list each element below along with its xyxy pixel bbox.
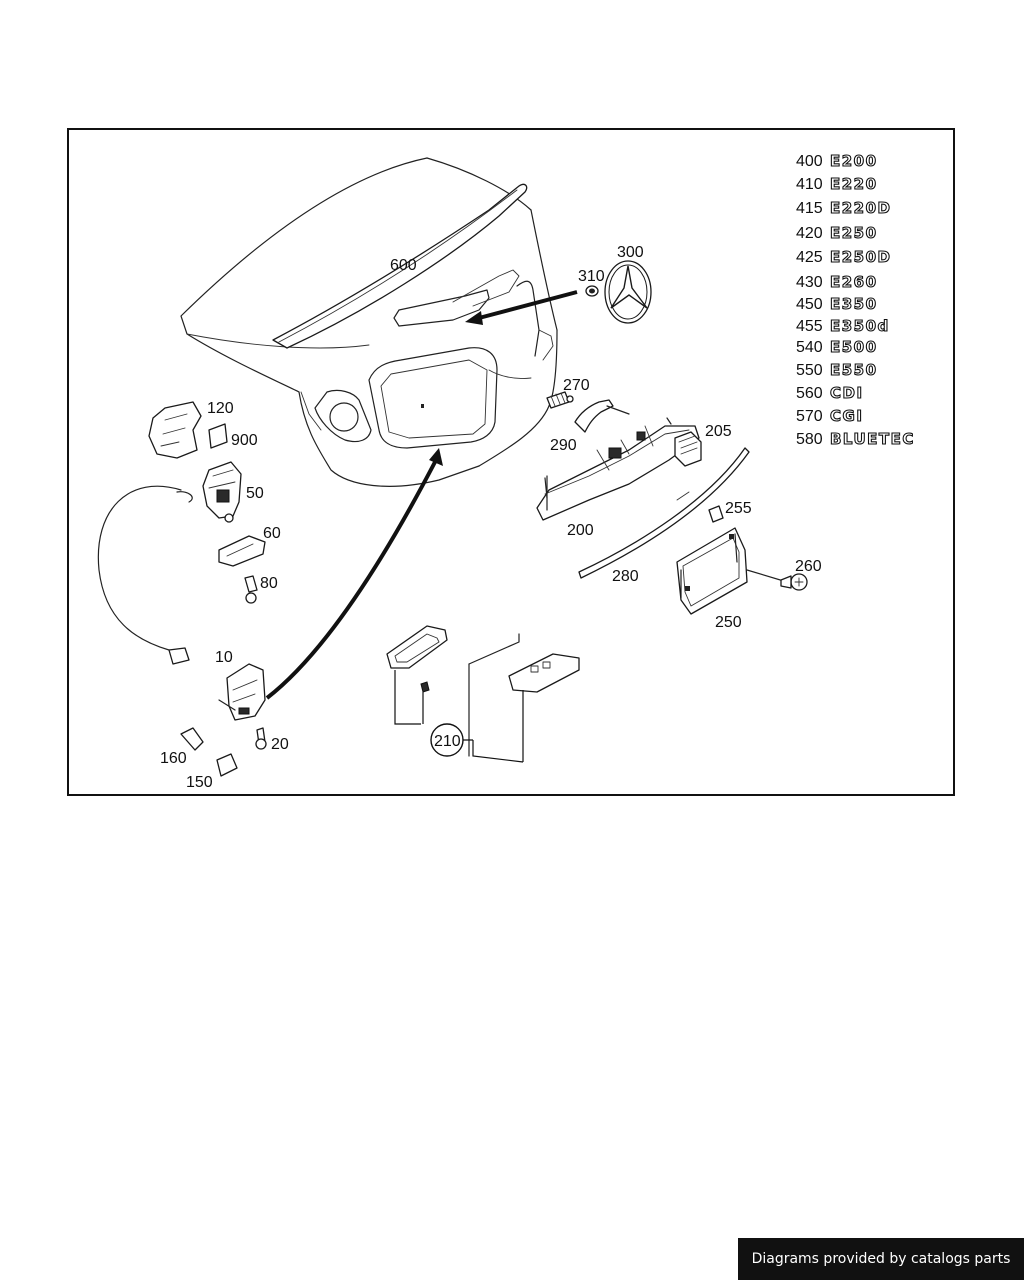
variant-number: 560 [796, 385, 823, 402]
variant-number: 550 [796, 362, 823, 379]
trunk-lid-exploded-diagram: 600 300 310 270 290 205 200 120 900 50 6… [97, 151, 915, 791]
variant-badge: E200 [830, 152, 878, 170]
variant-number: 425 [796, 249, 823, 266]
callout-290: 290 [550, 437, 577, 454]
variant-badge: BLUETEC [830, 430, 915, 448]
callout-210: 210 [434, 733, 461, 750]
callout-80: 80 [260, 575, 278, 592]
latch-10 [218, 663, 266, 721]
cover-120 [148, 401, 202, 459]
callout-150: 150 [186, 774, 213, 791]
callout-labels: 600 300 310 270 290 205 200 120 900 50 6… [160, 244, 822, 791]
variant-badge: E250 [830, 224, 878, 242]
callout-280: 280 [612, 568, 639, 585]
callout-600: 600 [390, 257, 417, 274]
model-badge-list: 400 E200 410 E220 415 E220D 420 E250 425… [796, 151, 915, 448]
callout-260: 260 [795, 558, 822, 575]
label-900 [208, 423, 228, 449]
variant-badge: E550 [830, 361, 878, 379]
callout-300: 300 [617, 244, 644, 261]
variant-number: 420 [796, 225, 823, 242]
variant-badge: CDI [830, 384, 864, 402]
lamp-60 [218, 535, 266, 567]
variant-number: 580 [796, 431, 823, 448]
callout-50: 50 [246, 485, 264, 502]
release-cable [97, 485, 193, 665]
variant-number: 410 [796, 176, 823, 193]
callout-310: 310 [578, 268, 605, 285]
callout-250: 250 [715, 614, 742, 631]
callout-900: 900 [231, 432, 258, 449]
callout-270: 270 [563, 377, 590, 394]
callout-160: 160 [160, 750, 187, 767]
lock-actuator-50 [202, 461, 242, 523]
footer-credit-text: Diagrams provided by catalogs parts [751, 1251, 1011, 1267]
variant-badge: E260 [830, 273, 878, 291]
star-emblem-300 [604, 260, 652, 324]
handle-carrier-200 [536, 417, 700, 521]
callout-205: 205 [705, 423, 732, 440]
callout-20: 20 [271, 736, 289, 753]
variant-number: 400 [796, 153, 823, 170]
bracket-290 [574, 399, 630, 433]
switch-205 [674, 431, 702, 467]
chrome-trim-280 [578, 447, 750, 579]
plate-150 [216, 753, 238, 777]
variant-badge: E220 [830, 175, 878, 193]
parts-diagram-frame: 600 300 310 270 290 205 200 120 900 50 6… [67, 128, 955, 796]
screw-260 [746, 569, 808, 591]
variant-badge: E250D [830, 248, 892, 266]
bulb-80 [244, 575, 258, 604]
variant-number: 540 [796, 339, 823, 356]
bolt-20 [255, 727, 267, 750]
clip-310 [585, 285, 599, 297]
variant-badge: E220D [830, 199, 892, 217]
variant-badge: E350 [830, 295, 878, 313]
callout-10: 10 [215, 649, 233, 666]
variant-number: 450 [796, 296, 823, 313]
variant-number: 455 [796, 318, 823, 335]
seal-kit-210 [386, 625, 580, 763]
callout-200: 200 [567, 522, 594, 539]
callout-120: 120 [207, 400, 234, 417]
callout-255: 255 [725, 500, 752, 517]
callout-60: 60 [263, 525, 281, 542]
spoiler-600 [272, 183, 528, 349]
variant-number: 415 [796, 200, 823, 217]
variant-number: 430 [796, 274, 823, 291]
plate-bracket-250 [676, 527, 748, 615]
stop-160 [180, 727, 204, 751]
latch-arrow [265, 448, 443, 700]
variant-badge: E350d [830, 317, 890, 335]
emblem-arrow [465, 290, 578, 325]
bump-stop-270 [546, 391, 574, 409]
variant-badge: E500 [830, 338, 878, 356]
variant-badge: CGI [830, 407, 863, 425]
variant-number: 570 [796, 408, 823, 425]
clip-255 [708, 505, 724, 523]
footer-credit-banner: Diagrams provided by catalogs parts [738, 1238, 1024, 1280]
